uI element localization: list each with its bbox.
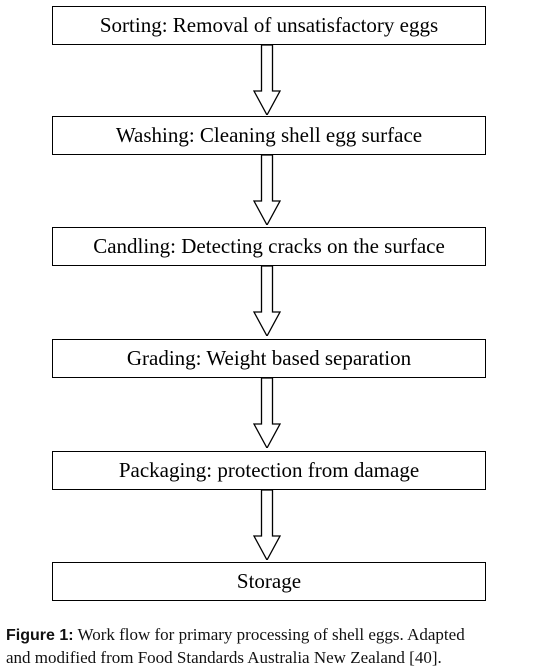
step-label: Sorting: Removal of unsatisfactory eggs [99, 13, 439, 37]
step-box-washing: Washing: Cleaning shell egg surface [52, 116, 486, 155]
step-box-sorting: Sorting: Removal of unsatisfactory eggs [52, 6, 486, 45]
down-arrow-icon [252, 378, 282, 448]
step-label: Washing: Cleaning shell egg surface [115, 123, 423, 147]
step-label: Candling: Detecting cracks on the surfac… [93, 234, 445, 258]
step-box-grading: Grading: Weight based separation [52, 339, 486, 378]
step-box-packaging: Packaging: protection from damage [52, 451, 486, 490]
figure-caption: Figure 1: Work flow for primary processi… [6, 624, 542, 669]
down-arrow-icon [252, 490, 282, 560]
caption-text-line1: Work flow for primary processing of shel… [77, 625, 465, 644]
step-label: Storage [236, 569, 302, 593]
caption-label: Figure 1: [6, 627, 74, 644]
step-box-storage: Storage [52, 562, 486, 601]
step-label: Packaging: protection from damage [118, 458, 420, 482]
step-box-candling: Candling: Detecting cracks on the surfac… [52, 227, 486, 266]
down-arrow-icon [252, 266, 282, 336]
down-arrow-icon [252, 155, 282, 225]
caption-text-line2: and modified from Food Standards Austral… [6, 648, 442, 667]
step-label: Grading: Weight based separation [126, 346, 412, 370]
down-arrow-icon [252, 45, 282, 115]
